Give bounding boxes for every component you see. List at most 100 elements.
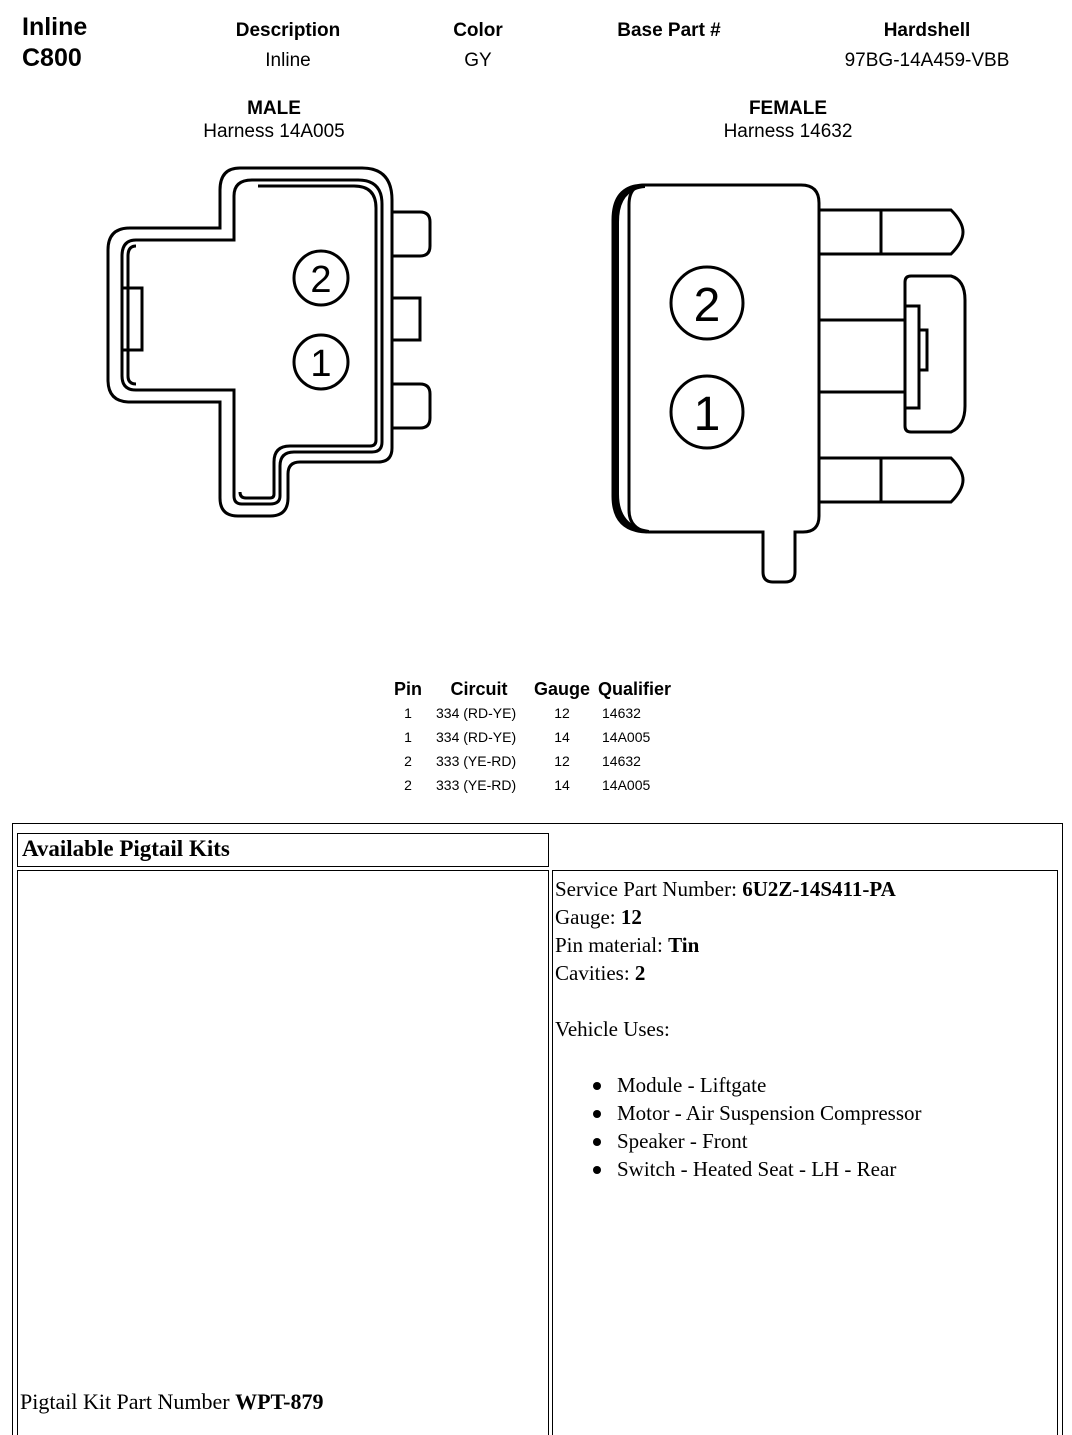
header-base-part: Base Part # bbox=[589, 20, 749, 50]
female-terminal-1 bbox=[819, 208, 965, 256]
qualifier-cell: 14A005 bbox=[602, 777, 651, 793]
description-value: Inline bbox=[265, 50, 311, 71]
pigtail-info-cell: Service Part Number: 6U2Z-14S411-PA Gaug… bbox=[552, 870, 1058, 1435]
service-part-label: Service Part Number: bbox=[555, 877, 743, 901]
circuit-cell: 333 (YE-RD) bbox=[436, 777, 517, 793]
pin-material-label: Pin material: bbox=[555, 933, 669, 957]
pigtail-outer-frame bbox=[12, 823, 1063, 1435]
gauge-cell: 12 bbox=[554, 753, 570, 769]
male-latch bbox=[122, 286, 144, 352]
gauge-label: Gauge: bbox=[555, 905, 621, 929]
description-label: Description bbox=[235, 20, 341, 41]
female-harness: Harness 14632 bbox=[723, 121, 853, 142]
pigtail-title-cell: Available Pigtail Kits bbox=[17, 833, 549, 867]
pin-cell: 1 bbox=[404, 705, 412, 721]
female-outer-shell bbox=[611, 183, 821, 584]
male-terminal-3 bbox=[392, 382, 432, 430]
pigtail-info: Service Part Number: 6U2Z-14S411-PA Gaug… bbox=[553, 871, 1057, 1187]
male-heading: MALE Harness 14A005 bbox=[124, 97, 424, 143]
color-value: GY bbox=[464, 50, 492, 71]
male-inner-line bbox=[238, 184, 378, 500]
male-label: MALE bbox=[247, 98, 301, 119]
vehicle-use-text: Module - Liftgate bbox=[617, 1073, 767, 1097]
gauge-cell: 12 bbox=[554, 705, 570, 721]
male-harness: Harness 14A005 bbox=[203, 121, 345, 142]
female-terminal-2 bbox=[819, 274, 967, 434]
qualifier-cell: 14632 bbox=[602, 753, 641, 769]
male-pin-1-circle bbox=[292, 333, 350, 391]
cavities-label: Cavities: bbox=[555, 961, 635, 985]
bullet-icon bbox=[593, 1138, 601, 1146]
bullet-icon bbox=[593, 1166, 601, 1174]
table-row: 1 334 (RD-YE) 14 14A005 bbox=[388, 725, 686, 749]
base-part-label: Base Part # bbox=[617, 20, 721, 41]
pin-cell: 1 bbox=[404, 729, 412, 745]
male-connector-diagram: 2 1 bbox=[106, 166, 432, 518]
male-outer-shell bbox=[106, 166, 394, 518]
pin-cell: 2 bbox=[404, 777, 412, 793]
qualifier-col-header: Qualifier bbox=[598, 678, 672, 699]
vehicle-uses-list: Module - Liftgate Motor - Air Suspension… bbox=[555, 1071, 1055, 1183]
pin-table-header: Pin Circuit Gauge Qualifier bbox=[388, 677, 686, 701]
male-pin-2-circle bbox=[292, 249, 350, 307]
list-item: Speaker - Front bbox=[593, 1127, 1055, 1155]
qualifier-cell: 14A005 bbox=[602, 729, 651, 745]
table-row: 2 333 (YE-RD) 12 14632 bbox=[388, 749, 686, 773]
gauge-cell: 14 bbox=[554, 729, 570, 745]
circuit-cell: 333 (YE-RD) bbox=[436, 753, 517, 769]
table-row: 2 333 (YE-RD) 14 14A005 bbox=[388, 773, 686, 797]
circuit-cell: 334 (RD-YE) bbox=[436, 705, 517, 721]
service-part-line: Service Part Number: 6U2Z-14S411-PA bbox=[555, 875, 1055, 903]
male-terminal-2 bbox=[392, 296, 422, 342]
header-color: Color GY bbox=[418, 20, 538, 72]
bullet-icon bbox=[593, 1110, 601, 1118]
male-pin-2-label: 2 bbox=[310, 259, 331, 301]
pin-table: Pin Circuit Gauge Qualifier 1 334 (RD-YE… bbox=[388, 677, 686, 797]
vehicle-uses-label: Vehicle Uses: bbox=[555, 1017, 670, 1041]
connector-id: Inline C800 bbox=[22, 12, 87, 74]
male-pin-1-label: 1 bbox=[310, 343, 331, 385]
female-pin-2-label: 2 bbox=[694, 279, 721, 332]
pin-material-line: Pin material: Tin bbox=[555, 931, 1055, 959]
pigtail-image-cell bbox=[17, 870, 549, 1435]
bullet-icon bbox=[593, 1082, 601, 1090]
cavities-value: 2 bbox=[634, 961, 646, 985]
gauge-line: Gauge: 12 bbox=[555, 903, 1055, 931]
header-hardshell: Hardshell 97BG-14A459-VBB bbox=[817, 20, 1037, 72]
service-part-value: 6U2Z-14S411-PA bbox=[742, 877, 896, 901]
vehicle-use-text: Switch - Heated Seat - LH - Rear bbox=[617, 1157, 897, 1181]
female-inner-edge bbox=[627, 183, 648, 534]
list-item: Motor - Air Suspension Compressor bbox=[593, 1099, 1055, 1127]
female-heading: FEMALE Harness 14632 bbox=[638, 97, 938, 143]
pin-col-header: Pin bbox=[393, 678, 422, 699]
female-label: FEMALE bbox=[748, 98, 828, 119]
kit-part-value: WPT-879 bbox=[235, 1389, 324, 1414]
vehicle-use-text: Motor - Air Suspension Compressor bbox=[617, 1101, 922, 1125]
vehicle-use-text: Speaker - Front bbox=[617, 1129, 748, 1153]
gauge-cell: 14 bbox=[554, 777, 570, 793]
gauge-value: 12 bbox=[620, 905, 642, 929]
list-item: Switch - Heated Seat - LH - Rear bbox=[593, 1155, 1055, 1183]
qualifier-cell: 14632 bbox=[602, 705, 641, 721]
female-connector-diagram: 2 1 bbox=[611, 183, 967, 584]
male-inner-shell bbox=[120, 178, 384, 506]
cavities-line: Cavities: 2 bbox=[555, 959, 1055, 987]
connector-number: C800 bbox=[22, 44, 82, 72]
kit-part-label: Pigtail Kit Part Number bbox=[20, 1389, 236, 1414]
circuit-col-header: Circuit bbox=[450, 678, 508, 699]
table-row: 1 334 (RD-YE) 12 14632 bbox=[388, 701, 686, 725]
hardshell-value: 97BG-14A459-VBB bbox=[844, 50, 1010, 71]
pin-material-value: Tin bbox=[668, 933, 700, 957]
female-pin-2-circle bbox=[669, 265, 745, 341]
male-terminal-1 bbox=[392, 210, 432, 258]
female-pin-1-circle bbox=[669, 374, 745, 450]
list-item: Module - Liftgate bbox=[593, 1071, 1055, 1099]
pigtail-kit-part-line: Pigtail Kit Part Number WPT-879 bbox=[20, 1389, 324, 1415]
female-terminal-3 bbox=[819, 456, 965, 504]
pigtail-title: Available Pigtail Kits bbox=[22, 836, 230, 861]
connector-type: Inline bbox=[22, 13, 88, 41]
header-description: Description Inline bbox=[208, 20, 368, 72]
female-pin-1-label: 1 bbox=[694, 388, 721, 441]
gauge-col-header: Gauge bbox=[534, 678, 591, 699]
hardshell-label: Hardshell bbox=[883, 20, 971, 41]
